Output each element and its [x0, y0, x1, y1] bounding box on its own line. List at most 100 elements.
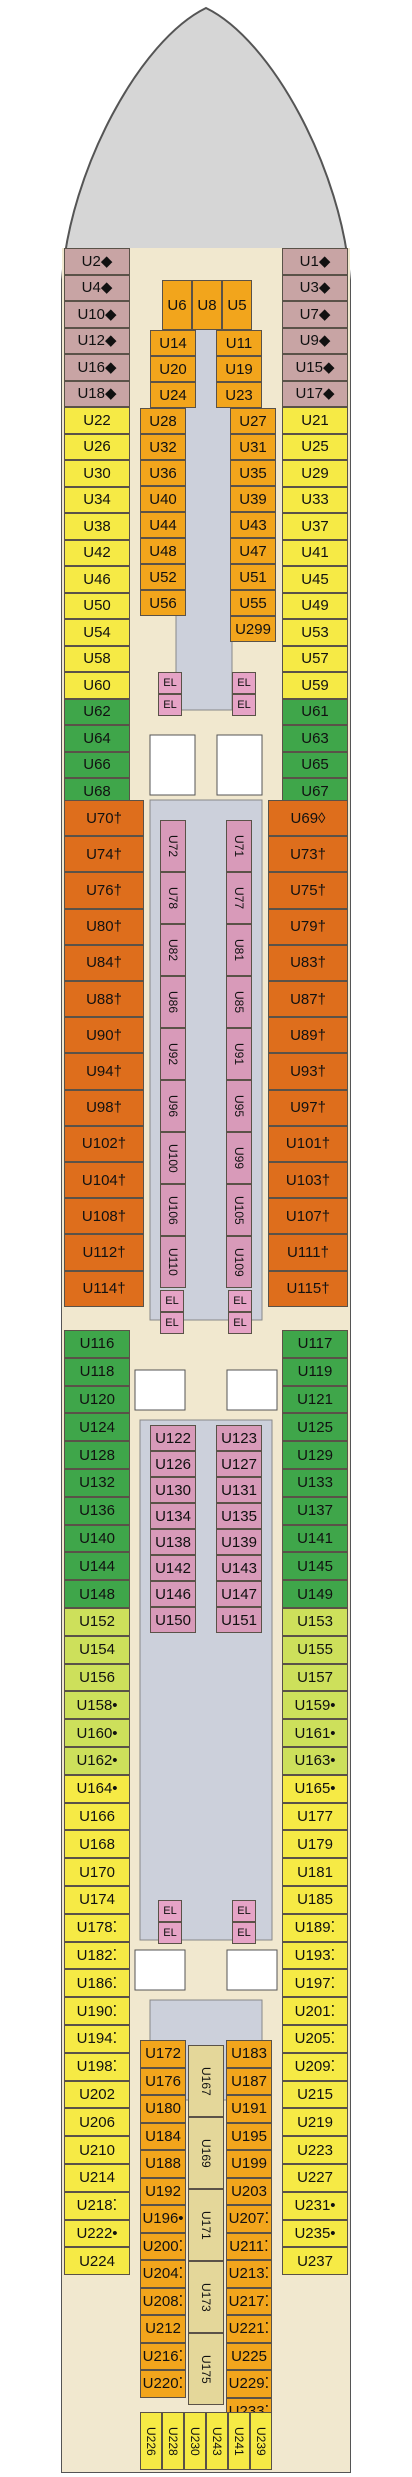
- cabin-u83[interactable]: U83†: [268, 944, 348, 981]
- cabin-u201[interactable]: U201⁚: [282, 1997, 348, 2025]
- cabin-u134[interactable]: U134: [150, 1503, 196, 1529]
- cabin-u3[interactable]: U3◆: [282, 274, 348, 301]
- cabin-u43[interactable]: U43: [230, 512, 276, 538]
- cabin-u152[interactable]: U152: [64, 1608, 130, 1636]
- cabin-u179[interactable]: U179: [282, 1830, 348, 1859]
- cabin-u182[interactable]: U182⁚: [64, 1941, 130, 1970]
- cabin-u5[interactable]: U5: [222, 280, 252, 330]
- cabin-u200[interactable]: U200⁚: [140, 2232, 186, 2260]
- cabin-u15[interactable]: U15◆: [282, 354, 348, 381]
- cabin-u210[interactable]: U210: [64, 2136, 130, 2164]
- cabin-u87[interactable]: U87†: [268, 981, 348, 1018]
- cabin-u25[interactable]: U25: [282, 433, 348, 460]
- cabin-u29[interactable]: U29: [282, 460, 348, 487]
- cabin-u150[interactable]: U150: [150, 1607, 196, 1633]
- cabin-u126[interactable]: U126: [150, 1451, 196, 1477]
- cabin-u63[interactable]: U63: [282, 725, 348, 752]
- cabin-u28[interactable]: U28: [140, 408, 186, 434]
- cabin-u128[interactable]: U128: [64, 1441, 130, 1469]
- cabin-u241[interactable]: U241: [228, 2412, 250, 2470]
- cabin-u177[interactable]: U177: [282, 1802, 348, 1831]
- cabin-u75[interactable]: U75†: [268, 872, 348, 909]
- cabin-u91[interactable]: U91: [226, 1028, 252, 1080]
- cabin-u45[interactable]: U45: [282, 566, 348, 593]
- cabin-u225[interactable]: U225: [226, 2342, 272, 2370]
- cabin-u66[interactable]: U66: [64, 751, 130, 778]
- cabin-u211[interactable]: U211⁚: [226, 2232, 272, 2260]
- cabin-u70[interactable]: U70†: [64, 800, 144, 837]
- cabin-u90[interactable]: U90†: [64, 1017, 144, 1054]
- cabin-u58[interactable]: U58: [64, 645, 130, 672]
- cabin-u154[interactable]: U154: [64, 1635, 130, 1664]
- cabin-u141[interactable]: U141: [282, 1524, 348, 1553]
- cabin-u224[interactable]: U224: [64, 2247, 130, 2276]
- cabin-u206[interactable]: U206: [64, 2108, 130, 2137]
- cabin-u86[interactable]: U86: [160, 976, 186, 1028]
- cabin-u112[interactable]: U112†: [64, 1234, 144, 1271]
- cabin-u81[interactable]: U81: [226, 924, 252, 976]
- cabin-u205[interactable]: U205⁚: [282, 2025, 348, 2053]
- cabin-u197[interactable]: U197⁚: [282, 1969, 348, 1998]
- cabin-u223[interactable]: U223: [282, 2136, 348, 2164]
- cabin-u77[interactable]: U77: [226, 872, 252, 924]
- cabin-u129[interactable]: U129: [282, 1441, 348, 1469]
- cabin-u31[interactable]: U31: [230, 434, 276, 460]
- cabin-u203[interactable]: U203: [226, 2177, 272, 2205]
- cabin-u32[interactable]: U32: [140, 434, 186, 460]
- cabin-u103[interactable]: U103†: [268, 1162, 348, 1199]
- cabin-u10[interactable]: U10◆: [64, 301, 130, 328]
- cabin-u188[interactable]: U188: [140, 2150, 186, 2178]
- cabin-u162[interactable]: U162•: [64, 1747, 130, 1775]
- cabin-u207[interactable]: U207⁚: [226, 2205, 272, 2233]
- cabin-u61[interactable]: U61: [282, 698, 348, 725]
- cabin-u55[interactable]: U55: [230, 590, 276, 616]
- cabin-u99[interactable]: U99: [226, 1132, 252, 1184]
- cabin-u215[interactable]: U215: [282, 2080, 348, 2109]
- cabin-u229[interactable]: U229⁚: [226, 2370, 272, 2398]
- cabin-u119[interactable]: U119: [282, 1357, 348, 1386]
- cabin-u175[interactable]: U175: [188, 2333, 224, 2405]
- cabin-u133[interactable]: U133: [282, 1469, 348, 1497]
- cabin-u131[interactable]: U131: [216, 1477, 262, 1503]
- cabin-u76[interactable]: U76†: [64, 872, 144, 909]
- cabin-u65[interactable]: U65: [282, 751, 348, 778]
- cabin-u62[interactable]: U62: [64, 698, 130, 725]
- cabin-u199[interactable]: U199: [226, 2150, 272, 2178]
- cabin-u59[interactable]: U59: [282, 672, 348, 699]
- cabin-u54[interactable]: U54: [64, 619, 130, 646]
- cabin-u94[interactable]: U94†: [64, 1053, 144, 1090]
- cabin-u145[interactable]: U145: [282, 1552, 348, 1581]
- cabin-u57[interactable]: U57: [282, 645, 348, 672]
- cabin-u191[interactable]: U191: [226, 2095, 272, 2123]
- cabin-u47[interactable]: U47: [230, 538, 276, 564]
- cabin-u51[interactable]: U51: [230, 564, 276, 590]
- cabin-u196[interactable]: U196•: [140, 2205, 186, 2233]
- cabin-u216[interactable]: U216⁚: [140, 2342, 186, 2370]
- cabin-u120[interactable]: U120: [64, 1385, 130, 1414]
- cabin-u22[interactable]: U22: [64, 407, 130, 434]
- cabin-u34[interactable]: U34: [64, 486, 130, 513]
- cabin-u167[interactable]: U167: [188, 2045, 224, 2117]
- cabin-u220[interactable]: U220⁚: [140, 2370, 186, 2398]
- cabin-u98[interactable]: U98†: [64, 1089, 144, 1126]
- cabin-u151[interactable]: U151: [216, 1607, 262, 1633]
- cabin-u143[interactable]: U143: [216, 1555, 262, 1581]
- cabin-u46[interactable]: U46: [64, 566, 130, 593]
- cabin-u135[interactable]: U135: [216, 1503, 262, 1529]
- cabin-u23[interactable]: U23: [216, 382, 262, 408]
- cabin-u20[interactable]: U20: [150, 356, 196, 382]
- cabin-u107[interactable]: U107†: [268, 1198, 348, 1235]
- cabin-u24[interactable]: U24: [150, 382, 196, 408]
- cabin-u105[interactable]: U105: [226, 1184, 252, 1236]
- cabin-u123[interactable]: U123: [216, 1425, 262, 1451]
- cabin-u38[interactable]: U38: [64, 513, 130, 540]
- cabin-u172[interactable]: U172: [140, 2040, 186, 2068]
- cabin-u101[interactable]: U101†: [268, 1125, 348, 1162]
- cabin-u226[interactable]: U226: [140, 2412, 162, 2470]
- cabin-u42[interactable]: U42: [64, 539, 130, 566]
- cabin-u69[interactable]: U69◊: [268, 800, 348, 837]
- cabin-u44[interactable]: U44: [140, 512, 186, 538]
- cabin-u93[interactable]: U93†: [268, 1053, 348, 1090]
- cabin-u40[interactable]: U40: [140, 486, 186, 512]
- cabin-u214[interactable]: U214: [64, 2164, 130, 2192]
